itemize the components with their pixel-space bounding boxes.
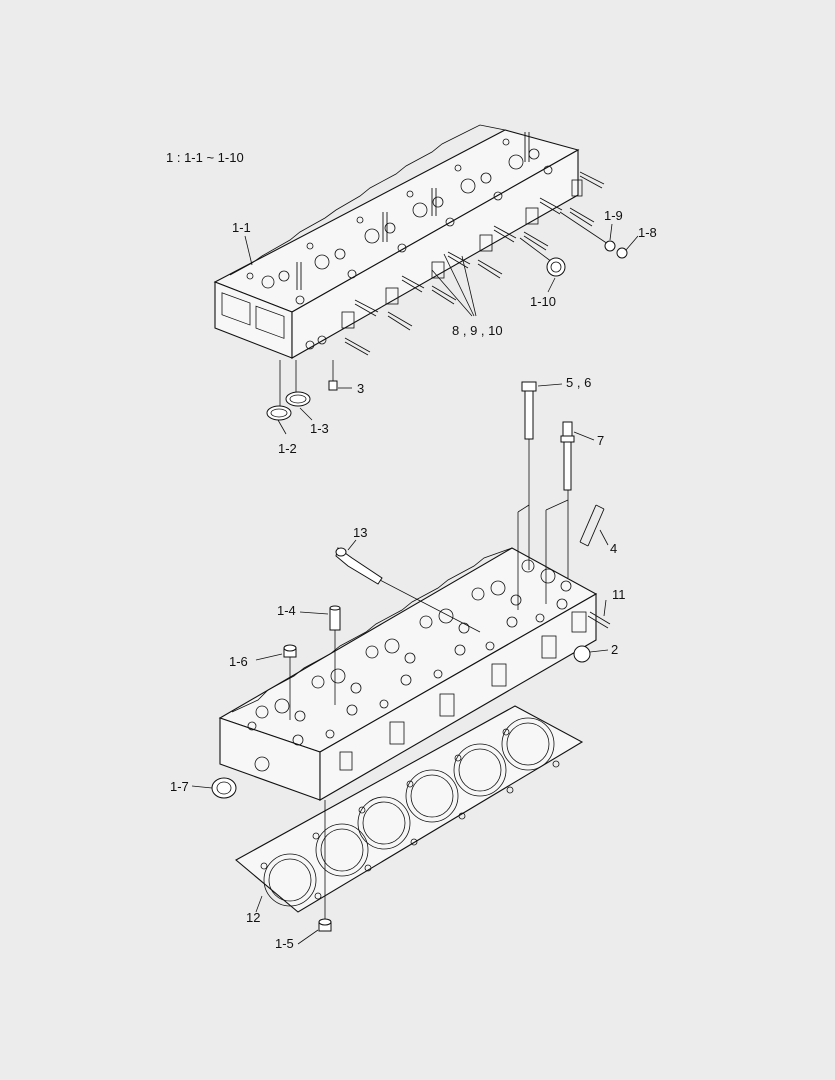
label-1-2: 1-2 bbox=[278, 441, 297, 456]
label-13: 13 bbox=[353, 525, 368, 540]
label-12: 12 bbox=[246, 910, 261, 925]
upper-cylinder-head bbox=[213, 124, 628, 421]
label-5-6: 5 , 6 bbox=[566, 375, 592, 390]
label-1-1: 1-1 bbox=[232, 220, 251, 235]
head-bolts bbox=[517, 381, 605, 610]
label-7: 7 bbox=[597, 433, 605, 448]
label-1-6: 1-6 bbox=[229, 654, 248, 669]
head-gasket bbox=[235, 705, 584, 913]
label-2: 2 bbox=[611, 642, 619, 657]
label-8-9-10: 8 , 9 , 10 bbox=[452, 323, 503, 338]
upper-leader-lines bbox=[244, 223, 639, 435]
label-11: 11 bbox=[612, 587, 626, 602]
label-4: 4 bbox=[610, 541, 618, 556]
label-1-5: 1-5 bbox=[275, 936, 294, 951]
label-1-9: 1-9 bbox=[604, 208, 623, 223]
label-1-4: 1-4 bbox=[277, 603, 296, 618]
lower-cylinder-head bbox=[211, 547, 611, 801]
plug-1-5 bbox=[318, 800, 332, 932]
label-1-3: 1-3 bbox=[310, 421, 329, 436]
lower-leader-lines bbox=[191, 383, 609, 945]
label-1-8: 1-8 bbox=[638, 225, 657, 240]
label-1-7: 1-7 bbox=[170, 779, 189, 794]
legend-text: 1 : 1-1 ~ 1-10 bbox=[166, 150, 244, 165]
label-3: 3 bbox=[357, 381, 365, 396]
label-1-10: 1-10 bbox=[530, 294, 557, 309]
